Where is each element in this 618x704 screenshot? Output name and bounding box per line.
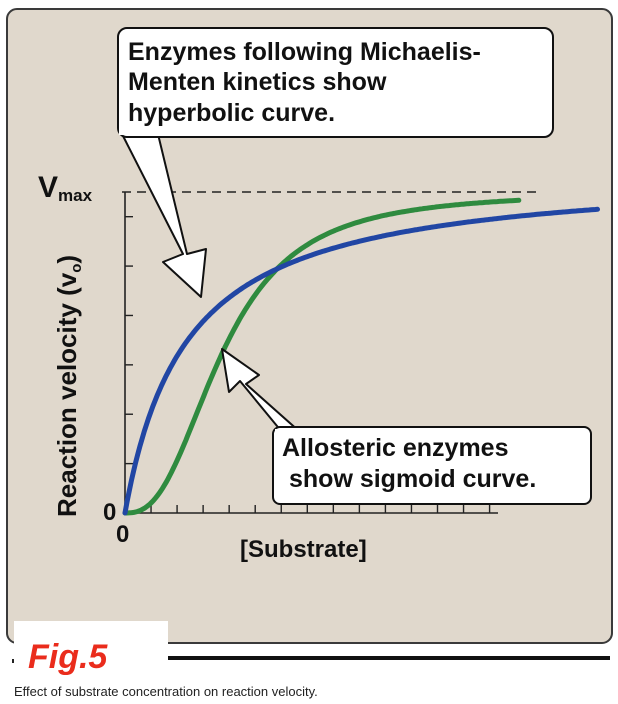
y-zero-label: 0 xyxy=(103,499,116,526)
allosteric-callout-line-2: show sigmoid curve. xyxy=(289,465,536,493)
figure-tick xyxy=(12,659,14,663)
figure-rule xyxy=(168,656,610,660)
x-zero-label: 0 xyxy=(116,521,129,548)
vmax-label: Vmax xyxy=(38,171,93,205)
x-axis-ticks xyxy=(150,505,491,513)
x-axis-label: [Substrate] xyxy=(240,536,367,563)
allosteric-callout-box xyxy=(272,426,592,505)
michaelis-callout-line-3: hyperbolic curve. xyxy=(128,99,335,127)
michaelis-callout-arrow xyxy=(119,129,207,298)
michaelis-callout-line-2: Menten kinetics show xyxy=(128,68,387,96)
michaelis-callout-box xyxy=(117,27,554,138)
figure-label: Fig.5 xyxy=(14,621,168,676)
y-axis-ticks xyxy=(125,215,133,465)
allosteric-callout-line-1: Allosteric enzymes xyxy=(282,434,509,462)
hyperbolic-curve xyxy=(122,206,600,516)
sigmoid-curve xyxy=(122,197,522,516)
y-axis-label: Reaction velocity (vo) xyxy=(52,255,85,517)
michaelis-callout-line-1: Enzymes following Michaelis- xyxy=(128,38,481,66)
figure-caption: Effect of substrate concentration on rea… xyxy=(14,684,318,699)
